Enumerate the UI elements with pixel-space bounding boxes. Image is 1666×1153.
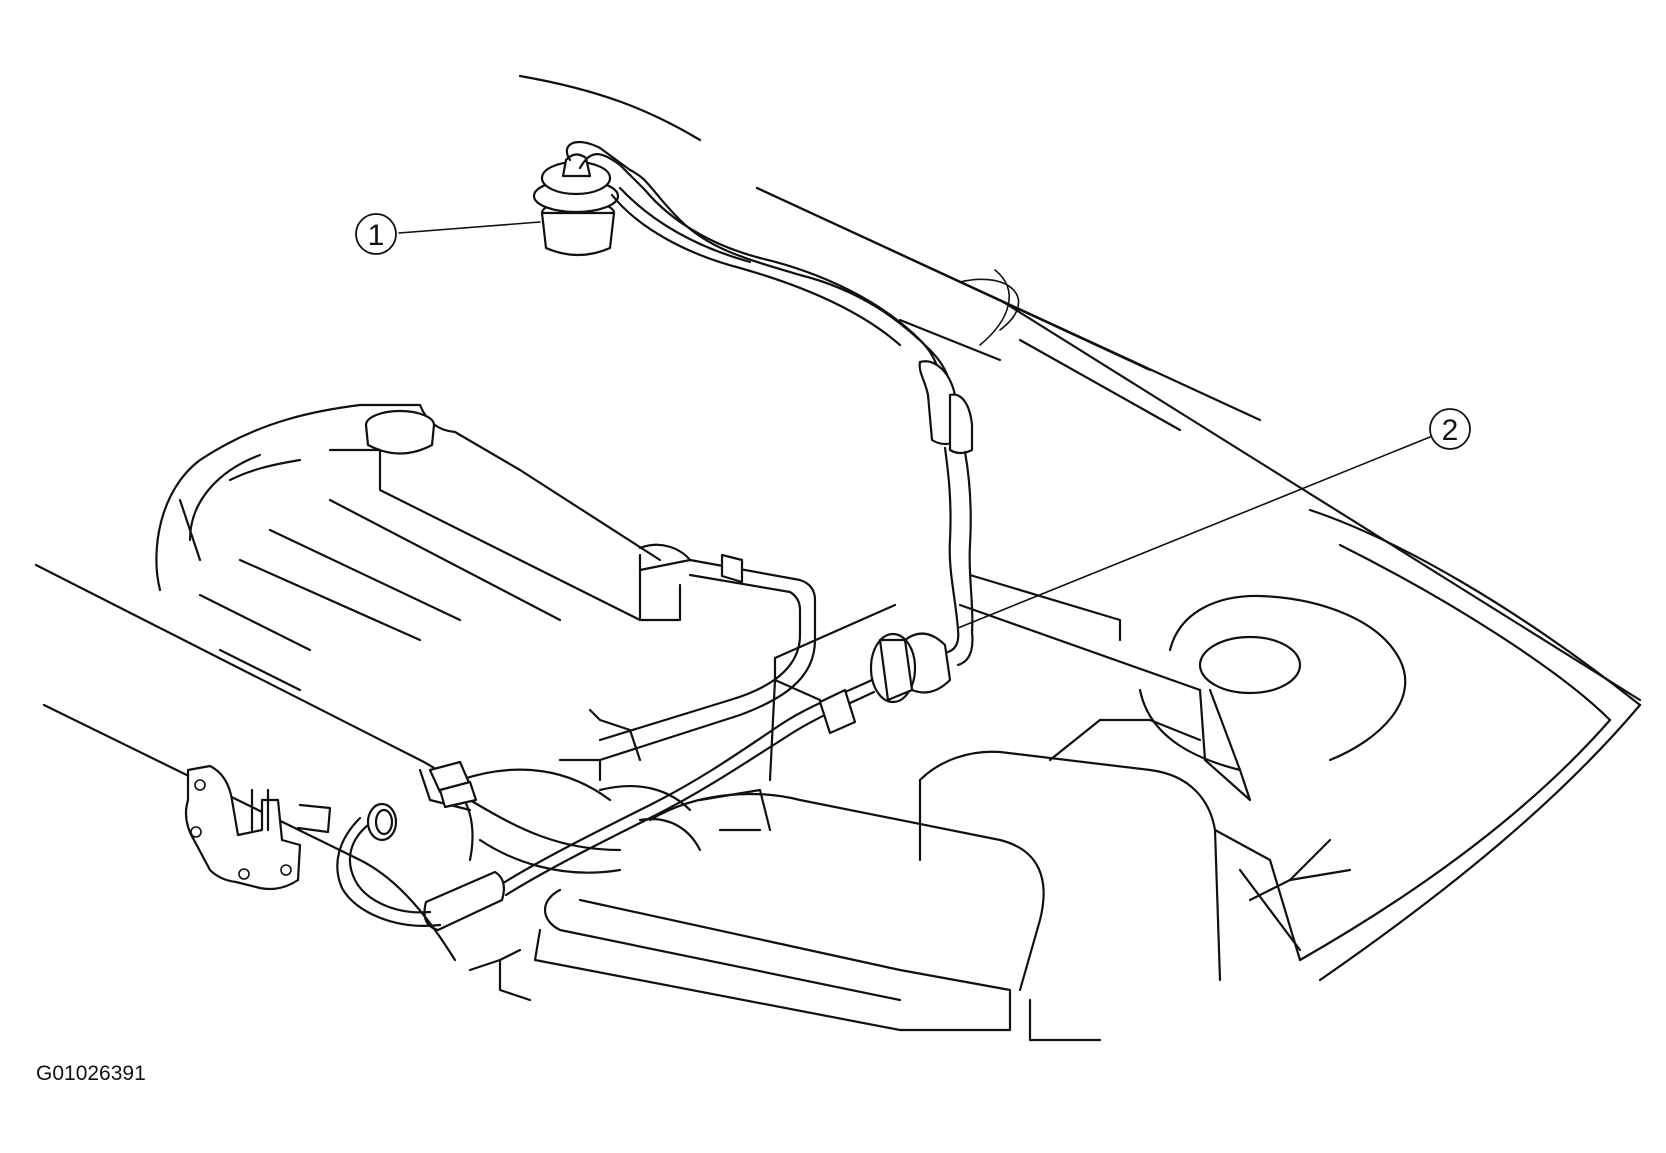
engine-lower — [34, 563, 772, 962]
callout-1-leader — [398, 221, 541, 234]
callout-2: 2 — [1429, 408, 1471, 450]
callout-1-circle — [355, 213, 397, 255]
inline-filter-component — [869, 628, 974, 704]
callout-leaders — [398, 221, 1431, 629]
callout-1-label: 1 — [368, 219, 385, 252]
canister-component — [532, 153, 620, 257]
callout-1: 1 — [355, 213, 397, 255]
hood-outline — [518, 74, 1642, 982]
vacuum-hoses — [565, 140, 974, 634]
figure-id-label: G01026391 — [36, 1062, 146, 1085]
purge-line — [336, 678, 876, 932]
air-cleaner-box — [468, 718, 1352, 1042]
callout-2-label: 2 — [1442, 414, 1459, 447]
engine-cover — [155, 403, 817, 782]
callout-2-leader — [957, 436, 1431, 629]
strut-tower — [1138, 594, 1407, 772]
throttle-bracket — [184, 764, 332, 891]
callout-2-circle — [1429, 408, 1471, 450]
battery-box — [768, 573, 1252, 802]
